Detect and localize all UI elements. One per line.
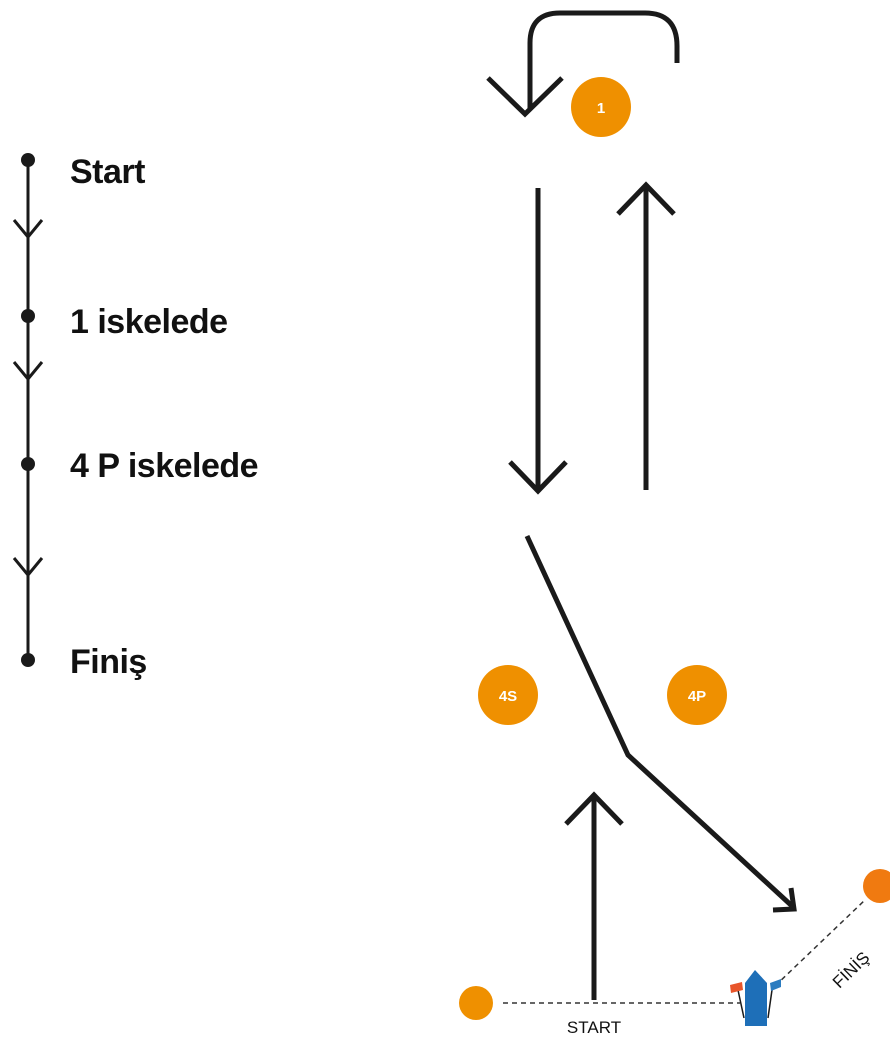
legend-step-finish: Finiş [70,643,147,681]
finish-line: FİNİŞ [774,869,890,992]
sequence-dot-finish [21,653,35,667]
rounding-path [527,10,680,108]
course-sequence-legend: Start 1 iskelede 4 P iskelede Finiş [12,153,259,681]
start-line: START [459,986,740,1037]
legend-step-mark-1: 1 iskelede [70,303,228,341]
mark-4s-buoy [478,665,538,725]
start-upwind-arrow [564,791,624,1000]
arrowhead-down-icon [486,76,564,118]
flag-pole-left [737,989,745,1019]
finish-pin-buoy [863,869,890,903]
mark-4p-buoy [667,665,727,725]
mark-1-label: 1 [597,100,605,117]
flag-red-icon [730,982,743,993]
legend-step-start: Start [70,153,145,191]
start-pin-buoy [459,986,493,1020]
finish-approach-path [524,534,794,908]
downwind-arrow [508,188,568,495]
mark-1-buoy [571,77,631,137]
sequence-chevron-down-icon [12,361,44,382]
committee-boat-hull [745,970,767,1026]
sequence-dot-mark-1 [21,309,35,323]
flag-pole-right [767,989,773,1019]
mark-4p-label: 4P [688,688,706,705]
rounding-arrow-mark-1 [486,10,680,118]
arrowhead-up-icon [616,181,676,216]
finish-approach-arrow [524,534,797,913]
sequence-chevron-down-icon [12,557,44,578]
arrowhead-up-icon [564,791,624,826]
start-line-label: START [567,1018,621,1037]
upwind-arrow-right [616,181,676,490]
finish-line-label: FİNİŞ [829,948,873,992]
mark-4p: 4P [667,665,727,725]
arrowhead-down-icon [508,460,568,495]
mark-1: 1 [571,77,631,137]
sequence-dot-start [21,153,35,167]
legend-step-mark-4p: 4 P iskelede [70,447,258,485]
mark-4s: 4S [478,665,538,725]
committee-boat-icon [730,970,781,1026]
sequence-dot-mark-4p [21,457,35,471]
arrowhead-diagonal-icon [772,887,797,913]
mark-4s-label: 4S [499,688,517,705]
flag-blue-icon [770,979,781,991]
finish-line-dashes [774,899,866,987]
sequence-chevron-down-icon [12,219,44,240]
